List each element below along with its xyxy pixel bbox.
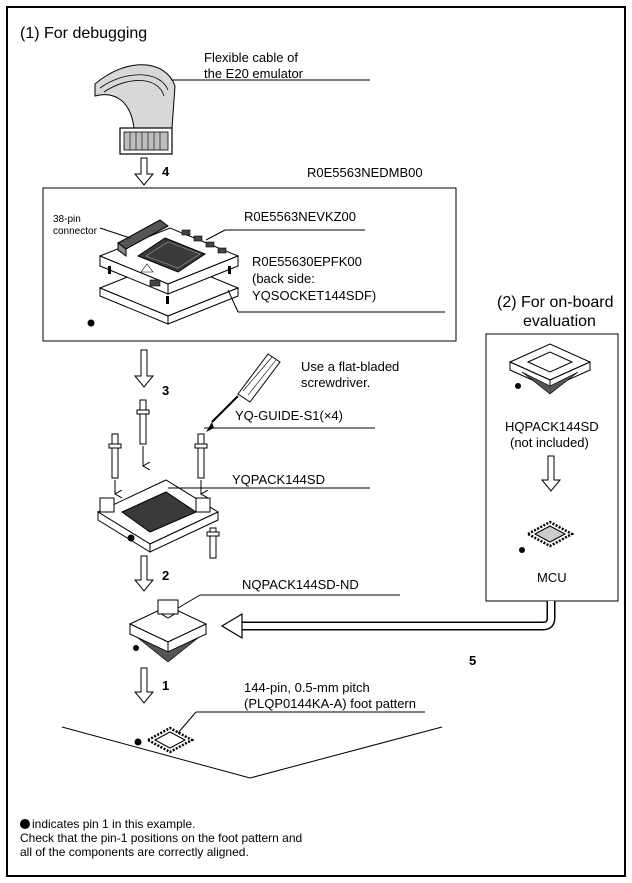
- note-line-1: indicates pin 1 in this example.: [32, 817, 196, 831]
- pin1-marker-board: [87, 319, 95, 327]
- mcu-chip: [525, 520, 575, 548]
- step-4-arrow: [133, 157, 155, 186]
- cable-label-2: the E20 emulator: [204, 66, 304, 81]
- pin1-marker-hqpack: [515, 383, 521, 389]
- foot-pattern-board: [61, 726, 443, 779]
- step-1-label: 1: [162, 678, 169, 693]
- screwdriver-label-2: screwdriver.: [301, 375, 370, 390]
- nevkz-leader-angle: [205, 229, 226, 241]
- step-3-label: 3: [162, 383, 169, 398]
- epfk-label-1: R0E55630EPFK00: [252, 254, 362, 269]
- diagram-frame: [6, 6, 626, 877]
- hqpack: [508, 343, 592, 395]
- nqpack-leader-angle: [177, 594, 201, 609]
- connector-label-1: 38-pin: [53, 214, 81, 225]
- step-4-label: 4: [162, 164, 170, 179]
- foot-label-2: (PLQP0144KA-A) foot pattern: [244, 696, 416, 711]
- emulator-cable: [94, 64, 176, 155]
- yqpack-socket: [96, 479, 220, 553]
- epfk-label-2: (back side:: [252, 271, 315, 286]
- epfk-leader-angle: [227, 289, 239, 313]
- nevkz-label: R0E5563NEVKZ00: [244, 209, 356, 224]
- foot-label-1: 144-pin, 0.5-mm pitch: [244, 680, 370, 695]
- pin1-marker-mcu: [519, 547, 525, 553]
- step-5-arrow: [220, 601, 556, 640]
- board-set-box: [42, 187, 457, 342]
- step-3-arrow: [133, 349, 155, 388]
- nqpack-label: NQPACK144SD-ND: [242, 577, 359, 592]
- section-onboard-title-2: evaluation: [523, 313, 596, 330]
- pin1-dot-icon: [20, 819, 30, 829]
- note-line-3: all of the components are correctly alig…: [20, 845, 249, 859]
- section-onboard-title-1: (2) For on-board: [497, 294, 614, 311]
- screwdriver-label-1: Use a flat-bladed: [301, 359, 399, 374]
- step-2-label: 2: [162, 568, 169, 583]
- connector-label-2: connector: [53, 226, 98, 237]
- step-5-label: 5: [469, 653, 476, 668]
- yqpack-label: YQPACK144SD: [232, 472, 325, 487]
- mcu-label: MCU: [537, 570, 567, 585]
- nqpack-socket: [128, 599, 208, 663]
- section-debug-title: (1) For debugging: [20, 25, 147, 42]
- pin1-marker-nqpack: [133, 645, 139, 651]
- guide-pins: [108, 399, 220, 559]
- cable-label-1: Flexible cable of: [204, 50, 298, 65]
- pin1-marker-foot: [134, 738, 142, 746]
- hqpack-to-mcu-arrow: [540, 455, 562, 492]
- emulator-board-stack: [98, 219, 240, 325]
- guide-label: YQ-GUIDE-S1(×4): [235, 408, 343, 423]
- screwdriver: [206, 353, 281, 432]
- pin1-marker-yqpack: [127, 534, 135, 542]
- hqpack-label-1: HQPACK144SD: [505, 419, 599, 434]
- epfk-label-3: YQSOCKET144SDF): [252, 288, 376, 303]
- step-2-arrow: [133, 555, 155, 592]
- connector-leader: [99, 227, 131, 239]
- note-line-2: Check that the pin-1 positions on the fo…: [20, 831, 303, 845]
- hqpack-label-2: (not included): [510, 435, 589, 450]
- step-1-arrow: [133, 667, 155, 704]
- foot-leader-angle: [177, 711, 197, 734]
- pin1-note: indicates pin 1 in this example. Check t…: [20, 817, 302, 859]
- board-set-label: R0E5563NEDMB00: [307, 165, 423, 180]
